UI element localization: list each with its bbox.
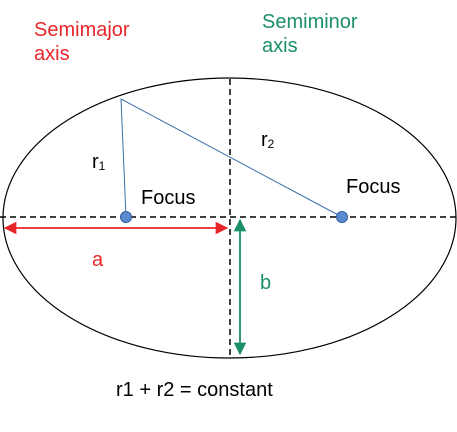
- semiminor-axis-label: Semiminor axis: [262, 10, 358, 58]
- semimajor-axis-label: Semimajor axis: [34, 18, 130, 66]
- a-label: a: [92, 249, 104, 271]
- b-label: b: [260, 272, 272, 294]
- r1-line: [120, 98, 127, 218]
- semiminor-label-line2: axis: [262, 35, 298, 57]
- formula-text: r1 + r2 = constant: [116, 379, 273, 401]
- r2-label-base: r: [261, 129, 268, 151]
- focus-left-label: Focus: [141, 187, 196, 209]
- semiminor-label-line1: Semiminor: [262, 11, 358, 33]
- semimajor-label-line1: Semimajor: [34, 19, 130, 41]
- r2-label-sub: 2: [267, 137, 275, 151]
- r2-label: r2: [261, 128, 274, 156]
- r2-line: [120, 98, 343, 218]
- r1-label-base: r: [92, 151, 99, 173]
- ellipse-outline: [2, 77, 457, 359]
- focus-right-label: Focus: [346, 176, 401, 198]
- semimajor-label-line2: axis: [34, 43, 70, 65]
- r1-label: r1: [92, 150, 105, 178]
- r1-label-sub: 1: [98, 159, 106, 173]
- focus-left-dot: [120, 211, 132, 223]
- focus-right-dot: [336, 211, 348, 223]
